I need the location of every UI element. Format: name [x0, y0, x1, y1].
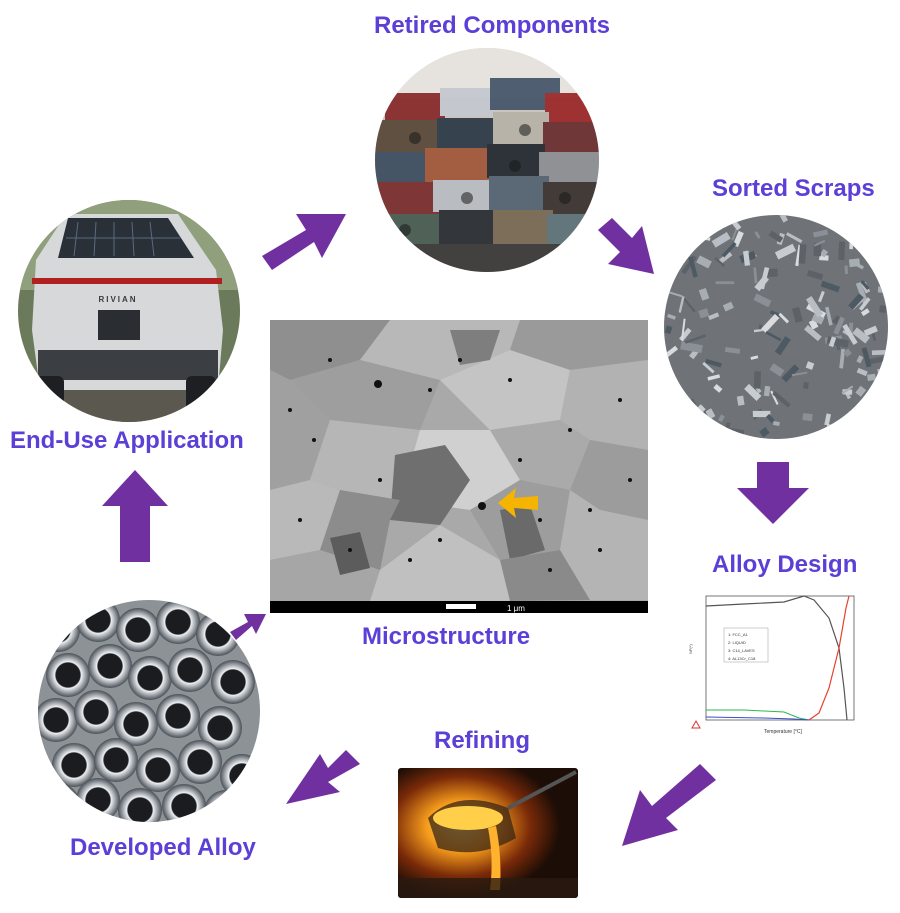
pointer-arrow [498, 488, 538, 518]
arrow-microstructure-link [230, 614, 266, 640]
alloy-design-phase-plot: 1: FCC_A1 2: LIQUID 3: C14_LAVES 4: AL13… [684, 588, 880, 738]
scale-bar-label: 1 μm [507, 604, 525, 613]
car-brand-text: RIVIAN [98, 295, 137, 304]
sorted-scraps-image [664, 215, 888, 439]
arrow-to-end-use [102, 470, 168, 562]
label-microstructure: Microstructure [362, 623, 531, 650]
label-retired-components: Retired Components [374, 12, 611, 39]
legend-entry-1: 1: FCC_A1 [728, 632, 749, 637]
legend-entry-4: 4: AL13Cr_C18 [728, 656, 756, 661]
label-refining: Refining [434, 727, 530, 754]
plot-x-label: Temperature [°C] [764, 729, 802, 735]
plot-y-label: NP(*) [688, 644, 693, 654]
retired-components-image [375, 48, 599, 272]
arrow-to-developed-alloy [286, 750, 360, 804]
label-developed-alloy: Developed Alloy [70, 834, 256, 861]
label-alloy-design: Alloy Design [712, 551, 858, 578]
arrow-to-sorted-scraps [598, 218, 654, 274]
end-use-vehicle-image: RIVIAN [18, 200, 240, 422]
arrow-to-refining [622, 764, 716, 846]
legend-entry-3: 3: C14_LAVES [728, 648, 755, 653]
label-end-use-application: End-Use Application [10, 427, 244, 454]
arrow-to-retired-components [262, 214, 346, 270]
legend-entry-2: 2: LIQUID [728, 640, 746, 645]
label-sorted-scraps: Sorted Scraps [712, 175, 875, 202]
refining-molten-metal-image [398, 768, 578, 898]
arrow-to-alloy-design [737, 462, 809, 524]
microstructure-micrograph: 1 μm [270, 320, 648, 613]
